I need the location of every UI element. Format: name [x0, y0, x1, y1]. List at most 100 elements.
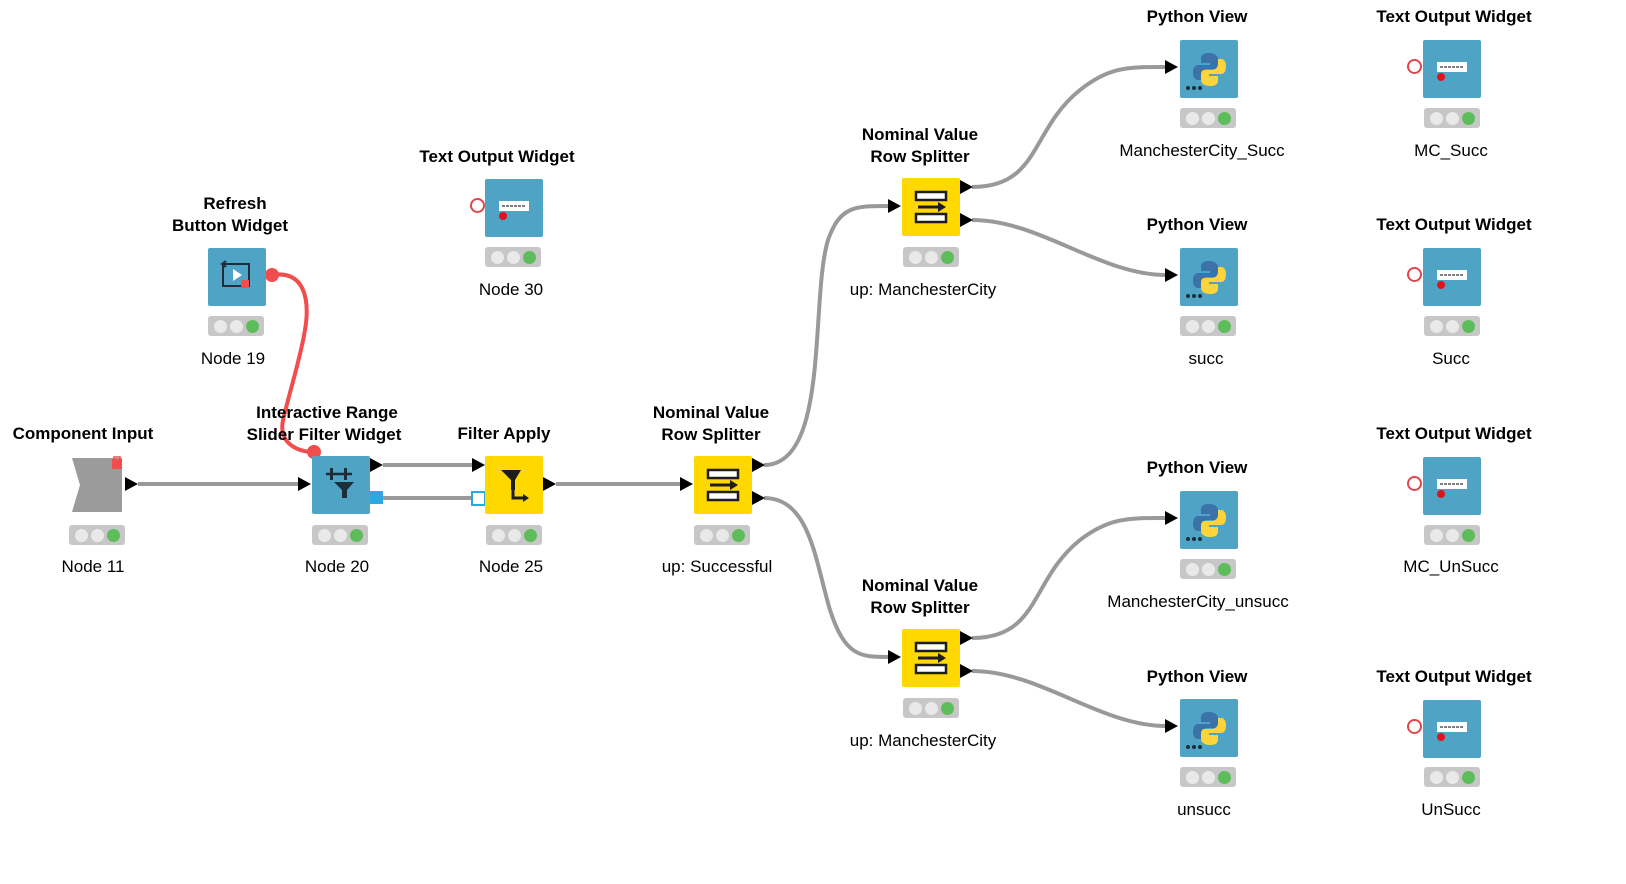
node-title-line2: Row Splitter [661, 425, 761, 444]
status-traffic-light [1424, 316, 1480, 336]
input-port-filter[interactable] [471, 491, 486, 506]
flow-variable-input-port[interactable] [470, 198, 485, 213]
output-port-top[interactable] [960, 631, 973, 645]
output-port-bottom[interactable] [960, 664, 973, 678]
node-label[interactable]: Node 25 [478, 557, 544, 576]
node-title: Python View [1146, 7, 1248, 26]
python-icon[interactable] [1180, 491, 1238, 549]
status-traffic-light [208, 316, 264, 336]
node-title: Filter Apply [457, 424, 551, 443]
output-port-bottom[interactable] [960, 213, 973, 227]
status-traffic-light [486, 525, 542, 545]
node-title-line2: Row Splitter [870, 147, 970, 166]
input-port[interactable] [888, 650, 901, 664]
node-label[interactable]: ManchesterCity_unsucc [1107, 592, 1289, 611]
node-label[interactable]: MC_Succ [1414, 141, 1488, 160]
output-port-bottom[interactable] [752, 491, 765, 505]
node-title: Nominal Value [861, 125, 979, 144]
node-title: Nominal Value [652, 403, 770, 422]
row-splitter-icon[interactable] [902, 178, 960, 236]
output-port[interactable] [125, 477, 138, 491]
status-traffic-light [1180, 108, 1236, 128]
flow-variable-input-port[interactable] [1407, 476, 1422, 491]
node-title: Text Output Widget [419, 147, 575, 166]
status-traffic-light [1180, 559, 1236, 579]
status-traffic-light [694, 525, 750, 545]
node-title-line2: Row Splitter [870, 598, 970, 617]
status-traffic-light [485, 247, 541, 267]
node-label[interactable]: up: ManchesterCity [849, 280, 997, 299]
connection-bottom-python-mc-unsucc[interactable] [971, 515, 1167, 640]
node-label[interactable]: Node 30 [478, 280, 544, 299]
node-title: Interactive Range [256, 403, 398, 422]
filter-apply-icon[interactable] [485, 456, 543, 514]
input-port-data[interactable] [472, 458, 485, 472]
node-label[interactable]: up: Successful [661, 557, 773, 576]
row-splitter-icon[interactable] [902, 629, 960, 687]
node-label[interactable]: Node 11 [61, 557, 125, 576]
node-title: Text Output Widget [1376, 424, 1532, 443]
flow-variable-input-port[interactable] [1407, 267, 1422, 282]
node-label[interactable]: UnSucc [1421, 800, 1481, 819]
connection-splitter-top[interactable] [763, 204, 889, 467]
flow-variable-port-out[interactable] [265, 268, 279, 282]
python-icon[interactable] [1180, 40, 1238, 98]
node-label[interactable]: MC_UnSucc [1403, 557, 1499, 576]
text-output-icon[interactable] [1423, 40, 1481, 98]
flow-variable-input-port[interactable] [1407, 719, 1422, 734]
node-title: Text Output Widget [1376, 667, 1532, 686]
input-port[interactable] [888, 199, 901, 213]
text-output-icon[interactable] [1423, 248, 1481, 306]
output-port[interactable] [543, 477, 556, 491]
node-label[interactable]: succ [1188, 349, 1224, 368]
node-label[interactable]: up: ManchesterCity [849, 731, 997, 750]
flow-variable-input-port[interactable] [1407, 59, 1422, 74]
input-port[interactable] [1165, 719, 1178, 733]
status-traffic-light [1424, 525, 1480, 545]
status-traffic-light [903, 698, 959, 718]
node-label[interactable]: Succ [1432, 349, 1470, 368]
status-traffic-light [1180, 767, 1236, 787]
text-output-icon[interactable] [485, 179, 543, 237]
refresh-button-icon[interactable] [208, 248, 266, 306]
node-title: Python View [1146, 215, 1248, 234]
status-traffic-light [312, 525, 368, 545]
input-port[interactable] [680, 477, 693, 491]
flow-variable-port-in[interactable] [307, 445, 321, 459]
node-title: Python View [1146, 667, 1248, 686]
output-port-data[interactable] [370, 458, 383, 472]
input-port[interactable] [1165, 60, 1178, 74]
row-splitter-icon[interactable] [694, 456, 752, 514]
input-port[interactable] [298, 477, 311, 491]
connection-top-python-succ[interactable] [971, 218, 1167, 277]
input-port[interactable] [1165, 511, 1178, 525]
output-port-filter[interactable] [370, 491, 383, 504]
python-icon[interactable] [1180, 248, 1238, 306]
connection-bottom-python-unsucc[interactable] [971, 669, 1167, 728]
connection-splitter-bottom[interactable] [763, 496, 889, 659]
node-label[interactable]: ManchesterCity_Succ [1119, 141, 1285, 160]
node-title: Nominal Value [861, 576, 979, 595]
status-traffic-light [69, 525, 125, 545]
flow-variable-connection[interactable] [271, 272, 315, 454]
connection-top-python-mc-succ[interactable] [971, 64, 1167, 189]
node-title-line2: Slider Filter Widget [246, 425, 402, 444]
node-title: Text Output Widget [1376, 215, 1532, 234]
text-output-icon[interactable] [1423, 457, 1481, 515]
component-input-icon[interactable] [70, 456, 128, 514]
status-traffic-light [1424, 108, 1480, 128]
node-title: Text Output Widget [1376, 7, 1532, 26]
output-port-top[interactable] [960, 180, 973, 194]
node-label[interactable]: unsucc [1177, 800, 1231, 819]
text-output-icon[interactable] [1423, 700, 1481, 758]
node-label[interactable]: Node 19 [200, 349, 266, 368]
input-port[interactable] [1165, 268, 1178, 282]
range-slider-filter-icon[interactable] [312, 456, 370, 514]
status-traffic-light [1424, 767, 1480, 787]
python-icon[interactable] [1180, 699, 1238, 757]
node-title: Refresh [203, 194, 267, 213]
output-port-top[interactable] [752, 458, 765, 472]
node-label[interactable]: Node 20 [304, 557, 370, 576]
